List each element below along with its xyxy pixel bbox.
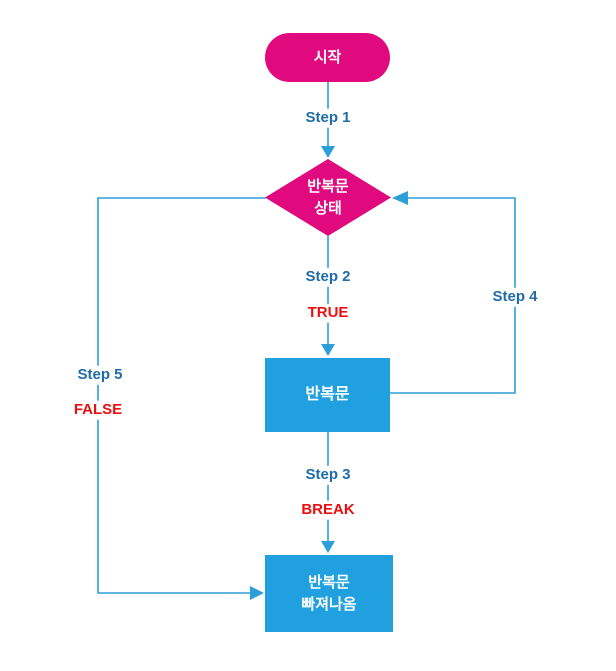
edge-label-step3: Step 3 bbox=[300, 465, 356, 485]
edge-label-true: TRUE bbox=[302, 303, 354, 323]
arrowhead-down-icon bbox=[321, 541, 335, 553]
arrowhead-down-icon bbox=[321, 146, 335, 158]
loop-body-node bbox=[265, 358, 390, 432]
arrowhead-down-icon bbox=[321, 344, 335, 356]
loop-exit-node bbox=[265, 555, 393, 632]
edge-label-step5: Step 5 bbox=[72, 365, 128, 385]
edge-label-step4: Step 4 bbox=[487, 287, 543, 307]
edge-label-break: BREAK bbox=[296, 500, 360, 520]
edge-label-false: FALSE bbox=[68, 400, 128, 420]
edge-label-step1: Step 1 bbox=[300, 108, 356, 128]
arrowhead-right-icon bbox=[250, 586, 264, 600]
condition-node bbox=[265, 159, 391, 236]
edge-condition-to-exit-line bbox=[97, 197, 266, 594]
start-node bbox=[265, 33, 390, 82]
arrowhead-left-icon bbox=[392, 191, 408, 205]
edge-label-step2: Step 2 bbox=[300, 267, 356, 287]
